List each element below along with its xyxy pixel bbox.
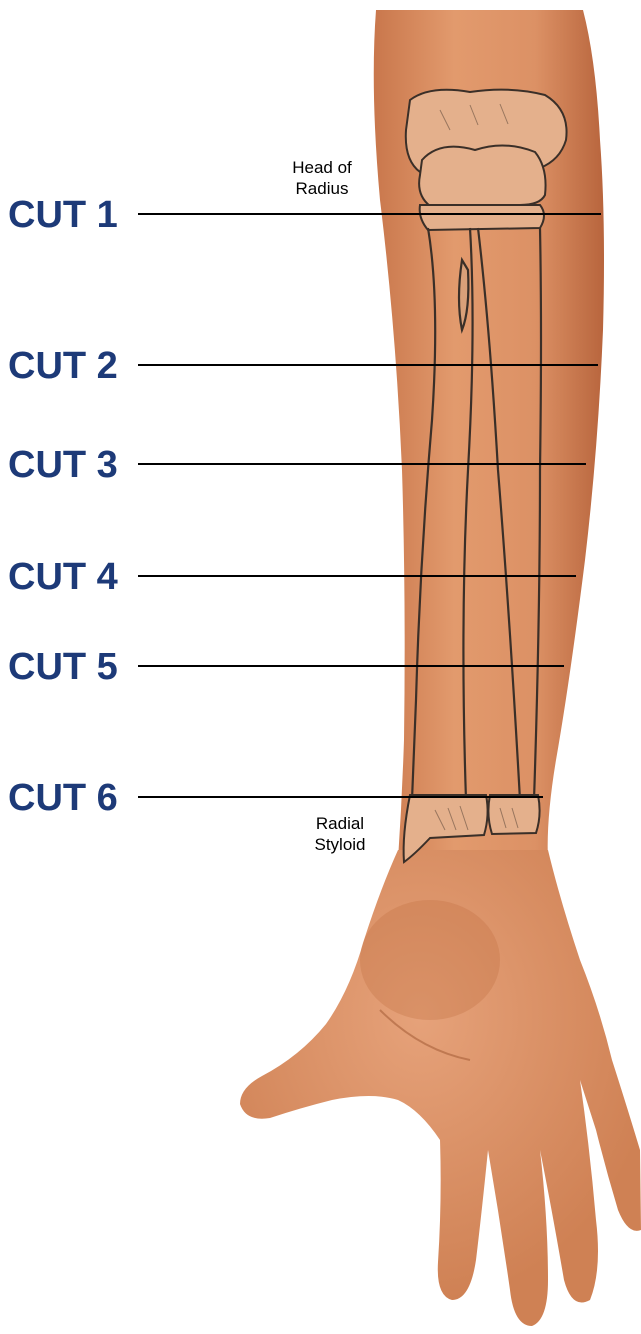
radial-styloid-annotation: Radial Styloid (300, 813, 380, 855)
elbow-bones (406, 90, 567, 230)
cut-6-label: CUT 6 (8, 778, 118, 818)
cut-5-line (138, 665, 564, 667)
cut-1-label: CUT 1 (8, 195, 118, 235)
head-of-radius-line2: Radius (282, 178, 362, 199)
cut-1-line (138, 213, 601, 215)
cut-2-label: CUT 2 (8, 346, 118, 386)
cut-5-label: CUT 5 (8, 647, 118, 687)
radial-styloid-line1: Radial (300, 813, 380, 834)
thenar-shadow (360, 900, 500, 1020)
head-of-radius-annotation: Head of Radius (282, 157, 362, 199)
cut-3-line (138, 463, 586, 465)
radial-styloid-line2: Styloid (300, 834, 380, 855)
cut-4-label: CUT 4 (8, 557, 118, 597)
cut-4-line (138, 575, 576, 577)
head-of-radius-line1: Head of (282, 157, 362, 178)
cut-2-line (138, 364, 598, 366)
cut-3-label: CUT 3 (8, 445, 118, 485)
cut-6-line (138, 796, 543, 798)
